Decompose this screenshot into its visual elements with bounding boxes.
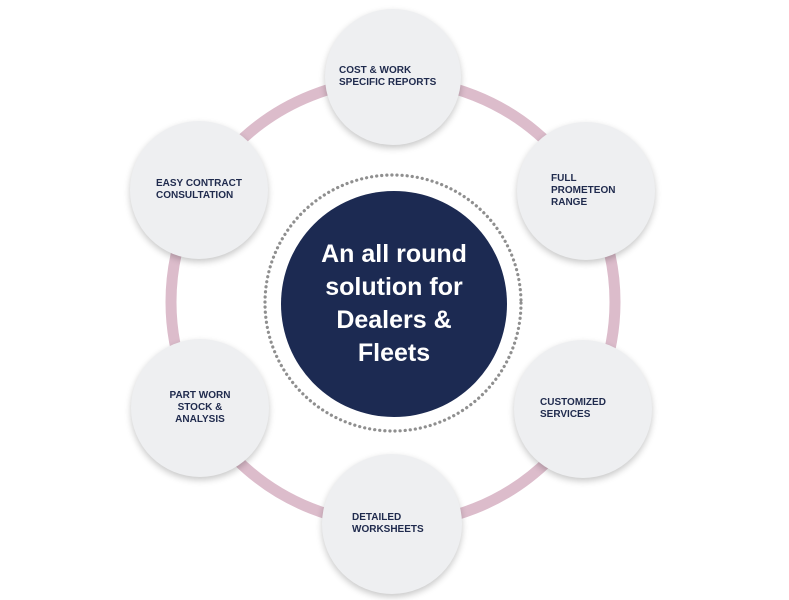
node-label: CUSTOMIZED SERVICES (540, 397, 606, 420)
node-label: PART WORN STOCK & ANALYSIS (169, 390, 231, 425)
node-part-worn-stock: PART WORN STOCK & ANALYSIS (131, 339, 269, 477)
node-label: DETAILED WORKSHEETS (352, 512, 424, 535)
node-label: EASY CONTRACT CONSULTATION (156, 178, 242, 201)
dotted-ring (263, 173, 523, 433)
center-circle: An all round solution for Dealers & Flee… (281, 191, 507, 417)
node-easy-contract: EASY CONTRACT CONSULTATION (130, 121, 268, 259)
node-label: COST & WORK SPECIFIC REPORTS (339, 65, 437, 88)
node-customized-services: CUSTOMIZED SERVICES (514, 340, 652, 478)
node-cost-work-reports: COST & WORK SPECIFIC REPORTS (325, 9, 461, 145)
node-full-prometeon-range: FULL PROMETEON RANGE (517, 122, 655, 260)
node-detailed-worksheets: DETAILED WORKSHEETS (322, 454, 462, 594)
node-label: FULL PROMETEON RANGE (551, 173, 616, 208)
center-text: An all round solution for Dealers & Flee… (321, 240, 467, 367)
